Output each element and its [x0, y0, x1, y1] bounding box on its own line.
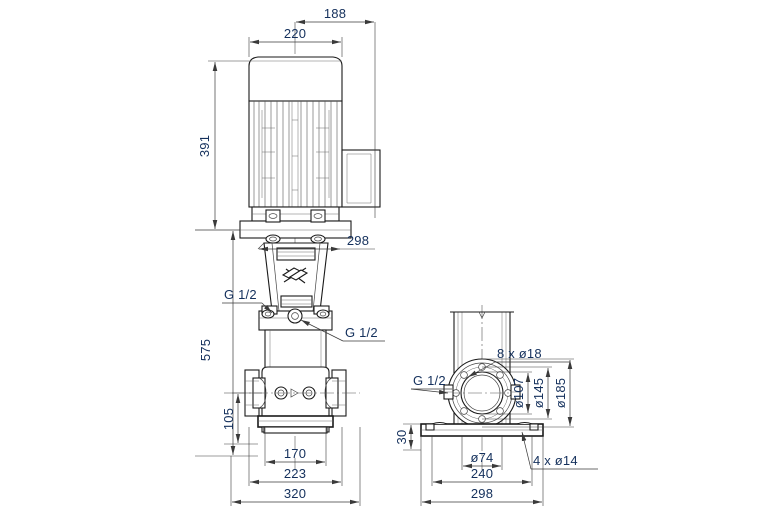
pump-head — [258, 305, 333, 331]
dim-label-d74: ø74 — [470, 450, 493, 465]
dim-575: 575 — [195, 229, 258, 457]
front-elevation-view — [232, 40, 381, 470]
dim-label-240: 240 — [471, 466, 493, 481]
coupling-guard — [263, 242, 329, 312]
motor-centre-strip — [291, 101, 299, 207]
note-g12-side: G 1/2 — [410, 373, 452, 395]
dim-label-220: 220 — [284, 26, 306, 41]
dim-label-d107: ø107 — [511, 378, 526, 408]
dim-240: 240 — [431, 436, 533, 486]
dim-391: 391 — [195, 60, 249, 231]
dim-label-223: 223 — [284, 466, 306, 481]
dim-d185: ø185 — [482, 358, 574, 428]
dim-label-298-side: 298 — [471, 486, 493, 501]
note-8x18: 8 x ø18 — [467, 346, 570, 378]
priming-plug — [287, 308, 303, 324]
note-label-g12-lower: G 1/2 — [345, 325, 378, 340]
note-label-g12-side: G 1/2 — [413, 373, 446, 388]
vent-plug-right-detail — [316, 309, 330, 319]
motor-cooling-fins — [253, 101, 338, 207]
vent-plug-left-detail — [261, 309, 275, 319]
side-base-plate — [420, 421, 544, 437]
front-view-dimensions: 188 220 391 575 298 — [195, 6, 385, 506]
side-plan-view — [420, 305, 544, 470]
dim-105: 105 — [221, 392, 262, 445]
coupling-upper-band — [276, 247, 316, 261]
flange-bolt-holes — [452, 363, 512, 423]
dim-298-front: 298 — [257, 233, 375, 252]
note-4x14: 4 x ø14 — [521, 431, 598, 470]
motor-fin-rails — [261, 110, 330, 198]
note-label-4x14: 4 x ø14 — [533, 453, 578, 468]
flow-direction-marker — [290, 388, 299, 398]
dim-223: 223 — [248, 427, 343, 486]
pump-base-housing — [232, 366, 360, 417]
side-view-dimensions: 8 x ø18 G 1/2 ø107 ø145 — [394, 346, 598, 506]
dim-label-575: 575 — [198, 339, 213, 361]
dim-188: 188 — [294, 6, 376, 218]
dim-label-391: 391 — [197, 135, 212, 157]
dim-label-30: 30 — [394, 430, 409, 445]
note-label-g12-upper: G 1/2 — [224, 287, 257, 302]
side-flange-assembly — [446, 358, 518, 428]
dim-30: 30 — [394, 423, 421, 451]
dim-label-188: 188 — [324, 6, 346, 21]
dim-d145: ø145 — [482, 366, 552, 420]
dim-label-320: 320 — [284, 486, 306, 501]
note-g12-lower: G 1/2 — [300, 319, 385, 342]
dim-d107: ø107 — [482, 371, 532, 415]
dim-label-105: 105 — [221, 408, 236, 430]
note-label-8x18: 8 x ø18 — [497, 346, 542, 361]
coupling-element-symbol — [281, 267, 309, 284]
dim-label-d185: ø185 — [553, 378, 568, 408]
dim-label-170: 170 — [284, 446, 306, 461]
dim-d74: ø74 — [461, 436, 503, 470]
base-plate — [257, 415, 334, 434]
motor-barrel — [248, 100, 343, 208]
dim-220: 220 — [248, 26, 343, 57]
dim-320: 320 — [230, 427, 361, 506]
dim-label-298-front: 298 — [347, 233, 369, 248]
dim-label-d145: ø145 — [531, 378, 546, 408]
dim-298-side: 298 — [420, 436, 544, 506]
motor-terminal-box — [341, 149, 381, 208]
note-g12-upper: G 1/2 — [222, 287, 273, 314]
dim-170: 170 — [264, 427, 327, 466]
coupling-lower-band — [280, 295, 313, 308]
motor-top-cap — [248, 56, 343, 102]
